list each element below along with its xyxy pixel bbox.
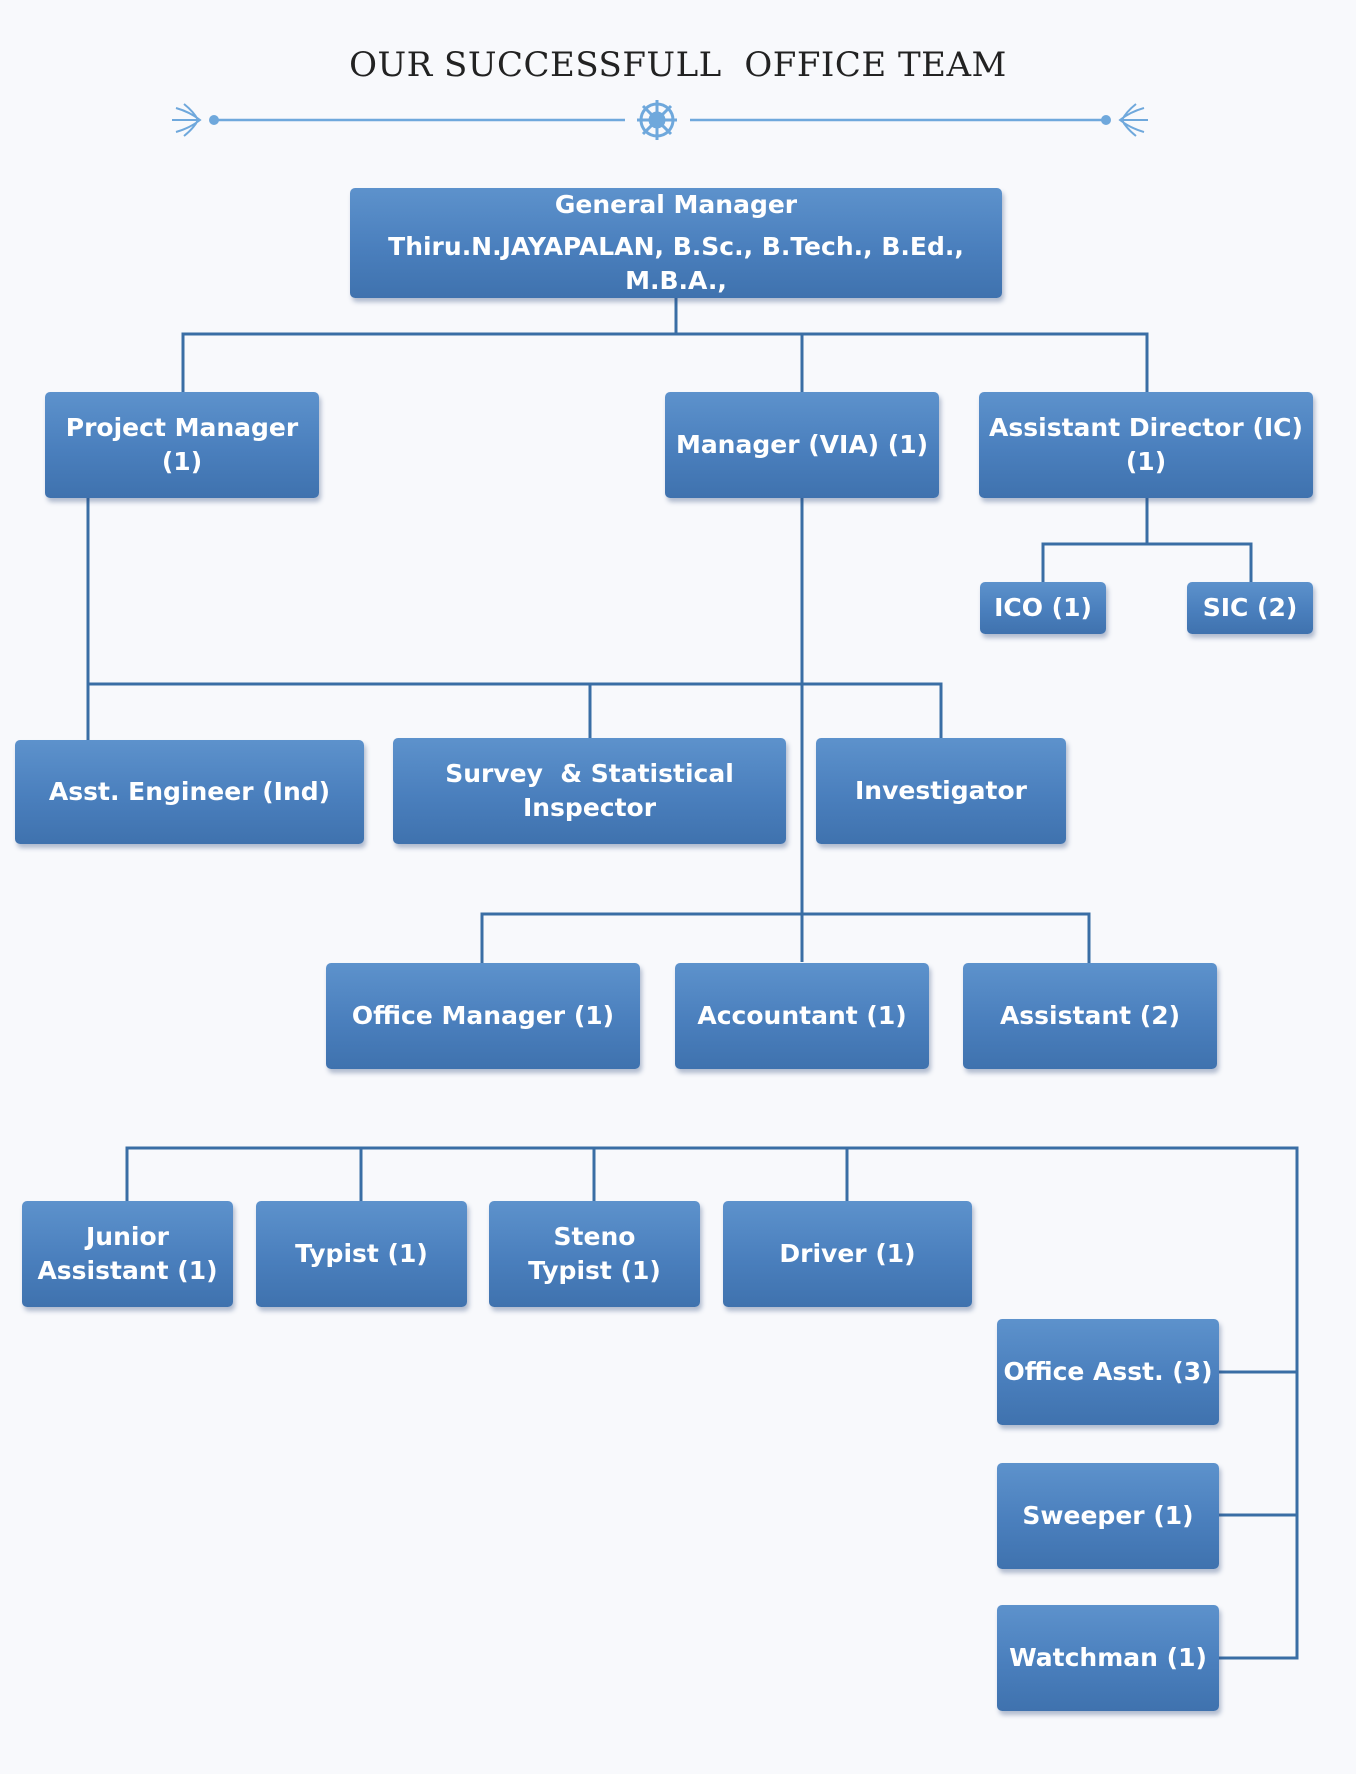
general-manager-name: Thiru.N.JAYAPALAN, B.Sc., B.Tech., B.Ed.… bbox=[388, 232, 964, 295]
asst-engineer-box: Asst. Engineer (Ind) bbox=[15, 740, 364, 844]
sic-box: SIC (2) bbox=[1187, 582, 1313, 634]
decorative-divider bbox=[172, 100, 1148, 140]
investigator-label: Investigator bbox=[855, 776, 1027, 806]
driver-box: Driver (1) bbox=[723, 1201, 972, 1307]
ico-box: ICO (1) bbox=[980, 582, 1106, 634]
general-manager-box: General Manager Thiru.N.JAYAPALAN, B.Sc.… bbox=[350, 188, 1002, 298]
asst-engineer-label: Asst. Engineer (Ind) bbox=[48, 777, 331, 807]
page-title: OUR SUCCESSFULL OFFICE TEAM bbox=[349, 45, 1007, 85]
sweeper-box: Sweeper (1) bbox=[997, 1463, 1219, 1569]
watchman-box: Watchman (1) bbox=[997, 1605, 1219, 1711]
manager-via-box: Manager (VIA) (1) bbox=[665, 392, 939, 498]
left-flourish-icon bbox=[172, 103, 219, 137]
driver-label: Driver (1) bbox=[779, 1239, 916, 1269]
right-flourish-icon bbox=[1101, 103, 1148, 137]
survey-inspector-line2: Inspector bbox=[522, 793, 657, 822]
sic-label: SIC (2) bbox=[1202, 593, 1298, 623]
office-asst-box: Office Asst. (3) bbox=[997, 1319, 1219, 1425]
center-snowflake-icon bbox=[637, 100, 677, 140]
junior-assistant-box: Junior Assistant (1) bbox=[22, 1201, 233, 1307]
accountant-box: Accountant (1) bbox=[675, 963, 929, 1069]
general-manager-title: General Manager bbox=[554, 190, 798, 220]
office-manager-box: Office Manager (1) bbox=[326, 963, 640, 1069]
junior-assistant-line2: Assistant (1) bbox=[37, 1256, 218, 1285]
steno-typist-box: Steno Typist (1) bbox=[489, 1201, 700, 1307]
typist-box: Typist (1) bbox=[256, 1201, 467, 1307]
sweeper-label: Sweeper (1) bbox=[1022, 1501, 1194, 1531]
investigator-box: Investigator bbox=[816, 738, 1066, 844]
project-manager-label: Project Manager (1) bbox=[65, 413, 299, 476]
watchman-label: Watchman (1) bbox=[1009, 1643, 1207, 1673]
assistant-label: Assistant (2) bbox=[999, 1001, 1181, 1031]
survey-inspector-line1: Survey & Statistical bbox=[445, 759, 734, 789]
project-manager-box: Project Manager (1) bbox=[45, 392, 319, 498]
ico-label: ICO (1) bbox=[994, 593, 1092, 623]
steno-typist-line1: Steno bbox=[553, 1222, 636, 1252]
manager-via-label: Manager (VIA) (1) bbox=[675, 430, 929, 460]
junior-assistant-line1: Junior bbox=[86, 1222, 169, 1252]
survey-inspector-box: Survey & Statistical Inspector bbox=[393, 738, 786, 844]
office-manager-label: Office Manager (1) bbox=[351, 1001, 615, 1031]
assistant-box: Assistant (2) bbox=[963, 963, 1217, 1069]
accountant-label: Accountant (1) bbox=[697, 1001, 907, 1031]
typist-label: Typist (1) bbox=[295, 1239, 428, 1269]
assistant-director-label: Assistant Director (IC) (1) bbox=[989, 413, 1303, 476]
assistant-director-box: Assistant Director (IC) (1) bbox=[979, 392, 1313, 498]
office-asst-label: Office Asst. (3) bbox=[1003, 1357, 1213, 1387]
steno-typist-line2: Typist (1) bbox=[528, 1256, 661, 1285]
